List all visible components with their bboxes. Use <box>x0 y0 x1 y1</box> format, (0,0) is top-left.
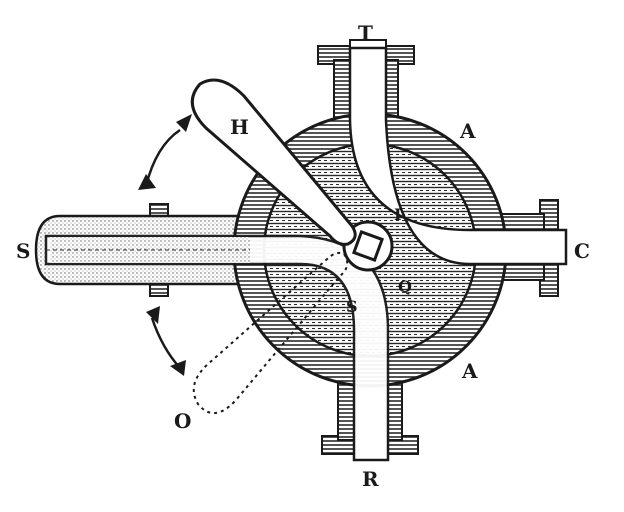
label-body-upper: A <box>459 119 476 143</box>
handle <box>190 78 357 246</box>
rotation-arrow-upper <box>138 114 192 190</box>
handle-alternate-position <box>192 251 349 414</box>
label-right-port: C <box>574 239 590 263</box>
flow-passages <box>44 46 568 462</box>
label-handle: H <box>230 115 249 139</box>
label-plug: Q <box>398 277 412 296</box>
label-passage-upper: I <box>394 205 401 224</box>
label-left-port: S <box>16 239 30 263</box>
label-bottom-port: R <box>362 467 379 491</box>
label-top-port: T <box>358 21 373 45</box>
label-alt-handle: O <box>174 409 191 433</box>
label-passage-lower: S <box>346 297 358 316</box>
label-body-lower: A <box>461 359 478 383</box>
rotation-arrow-lower <box>146 306 186 376</box>
